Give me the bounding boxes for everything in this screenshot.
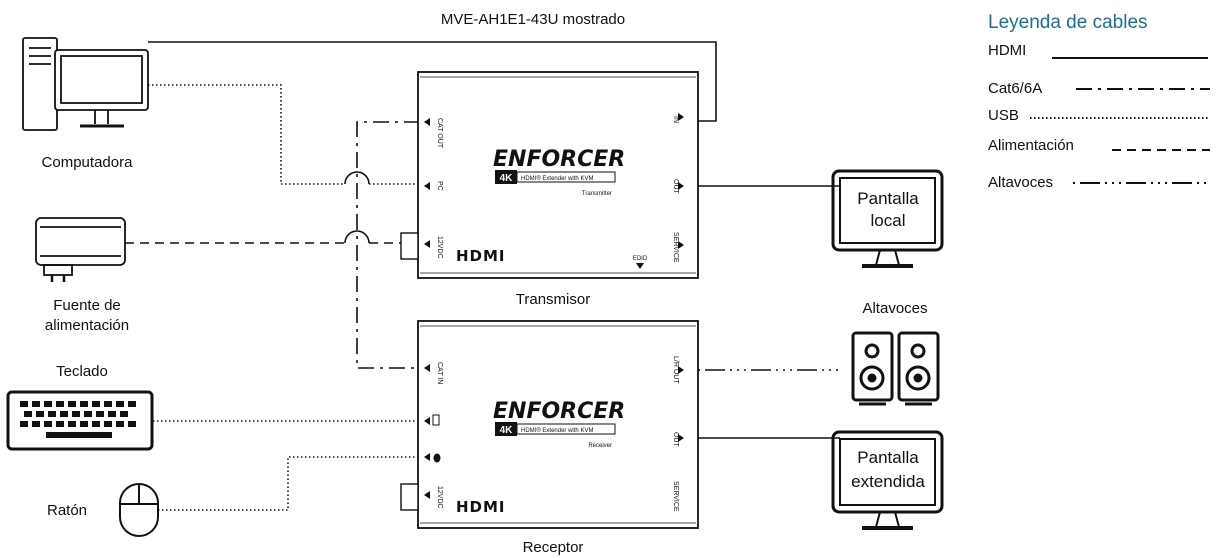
rx-port-out: OUT [672,432,679,448]
tx-hdmi-logo: HDMI [456,247,506,265]
tx-tagline: HDMI® Extender with KVM [521,175,593,182]
tx-model-text: Transmitter [582,191,612,197]
legend-label-speakers: Altavoces [988,174,1053,191]
rx-4k-badge: 4K [500,425,514,436]
cable-hdmi-computer-to-tx-in [148,41,717,122]
transmitter-unit: CAT OUT PC 12VDC IN OUT SERVICE ENFORCER… [400,71,699,279]
tx-port-cat-out: CAT OUT [436,118,443,149]
power-supply-label-line2: alimentación [45,317,129,334]
power-supply-label-line1: Fuente de [53,297,121,314]
mouse-label: Ratón [47,502,87,519]
cable-usb-mouse-to-rx [158,456,420,511]
legend-label-usb: USB [988,107,1019,124]
rx-port-mouse-icon [433,453,441,463]
tx-port-in: IN [672,116,679,123]
computer-label: Computadora [42,154,134,171]
extended-display-label-line1: Pantalla [857,448,919,467]
legend-label-hdmi: HDMI [988,42,1026,59]
rx-hdmi-logo: HDMI [456,498,506,516]
mouse-icon [119,483,159,537]
tx-brand-logo: ENFORCER [493,147,625,172]
local-display-label-line1: Pantalla [857,189,919,208]
speakers-icon [851,331,940,406]
receiver-unit: CAT IN 12VDC L/R OUT OUT SERVICE ENFORCE… [400,320,699,529]
rx-port-keyboard-icon [432,414,440,426]
legend-title: Leyenda de cables [988,12,1148,33]
legend-label-power: Alimentación [988,137,1074,154]
rx-brand-logo: ENFORCER [493,399,625,424]
power-supply-icon [35,217,126,282]
keyboard-icon [6,390,154,451]
tx-port-out: OUT [672,179,679,195]
legend-label-cat6: Cat6/6A [988,80,1042,97]
local-display-label-line2: local [871,211,906,230]
rx-model-text: Receiver [588,443,612,449]
extended-display-icon [831,430,944,530]
computer-icon [22,37,149,131]
local-display-icon [831,169,944,268]
tx-port-service: SERVICE [672,232,679,263]
rx-port-lr-out: L/R OUT [672,356,679,384]
tx-edid-label: EDID [633,256,648,262]
cable-power-crossover [344,230,370,244]
tx-port-pc: PC [436,181,443,191]
speakers-label: Altavoces [862,300,927,317]
keyboard-label: Teclado [56,363,108,380]
transmitter-label: Transmisor [516,291,590,308]
tx-4k-badge: 4K [500,173,514,184]
rx-port-service: SERVICE [672,481,679,512]
rx-port-cat-in: CAT IN [436,362,443,384]
tx-port-12vdc: 12VDC [436,236,443,259]
rx-tagline: HDMI® Extender with KVM [521,427,593,434]
receiver-label: Receptor [523,539,584,556]
extended-display-label-line2: extendida [851,472,925,491]
rx-port-12vdc: 12VDC [436,486,443,509]
cable-cat6-tx-to-rx [356,121,420,369]
cables [125,41,840,511]
diagram-title: MVE-AH1E1-43U mostrado [441,11,625,28]
cable-legend: Leyenda de cables HDMI Cat6/6A USB Alime… [988,12,1210,191]
cable-usb-computer-to-tx-pc [148,84,345,185]
cable-usb-crossover [344,171,370,185]
